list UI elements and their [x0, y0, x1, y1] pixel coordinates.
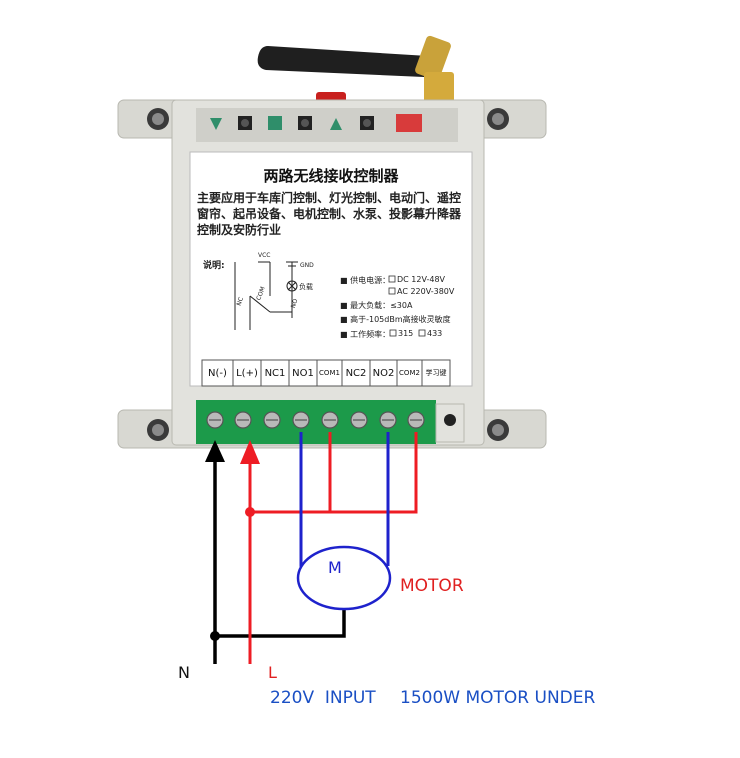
live-arrow [240, 440, 260, 464]
live-label: L [268, 663, 277, 682]
terminal-learn-key: 学习键 [425, 369, 447, 377]
panel-description: 主要应用于车库门控制、灯光控制、电动门、遥控窗帘、起吊设备、电机控制、水泵、投影… [197, 191, 462, 237]
neutral-arrow [205, 440, 225, 462]
motor-letter: M [328, 558, 342, 577]
terminal-no1: NO1 [292, 367, 314, 379]
explain-label: 说明: [203, 261, 225, 271]
terminal-nc2: NC2 [345, 367, 367, 379]
terminal-no2: NO2 [372, 367, 395, 379]
terminal-com2: COM2 [399, 369, 420, 377]
terminal-l: L(+) [236, 367, 258, 379]
input-label: 220V INPUT [270, 688, 376, 708]
schematic-gnd: GND [300, 262, 314, 269]
terminal-com1: COM1 [319, 369, 340, 377]
motor-label: MOTOR [400, 576, 464, 596]
spec-freq-433: 433 [427, 329, 443, 338]
motor-symbol [296, 545, 392, 611]
spec-checkboxes [388, 275, 426, 337]
spec-max-load: ■ 最大负载：≤30A [340, 301, 413, 310]
spec-ac-option: AC 220V-380V [397, 287, 455, 296]
live-junction [245, 507, 255, 517]
spec-power-label: ■ 供电电源： [340, 276, 391, 285]
live-wire [248, 432, 418, 664]
spec-freq-315: 315 [398, 329, 414, 338]
top-control-strip [196, 108, 458, 142]
mini-schematic [234, 261, 298, 330]
neutral-wire [213, 458, 346, 664]
terminal-nc1: NC1 [264, 367, 286, 379]
spec-dc-option: DC 12V-48V [397, 275, 446, 284]
terminal-label-row [201, 359, 451, 387]
schematic-load: 负载 [299, 283, 313, 291]
terminal-n: N(-) [208, 367, 227, 379]
neutral-label: N [178, 663, 190, 682]
spec-sensitivity: ■ 高于-105dBm高接收灵敏度 [340, 315, 451, 324]
label-panel [189, 151, 473, 387]
neutral-junction [210, 631, 220, 641]
rating-label: 1500W MOTOR UNDER [400, 688, 596, 708]
spec-freq-label: ■ 工作频率： [340, 330, 391, 339]
schematic-vcc: VCC [258, 252, 271, 259]
panel-title: 两路无线接收控制器 [263, 167, 399, 185]
